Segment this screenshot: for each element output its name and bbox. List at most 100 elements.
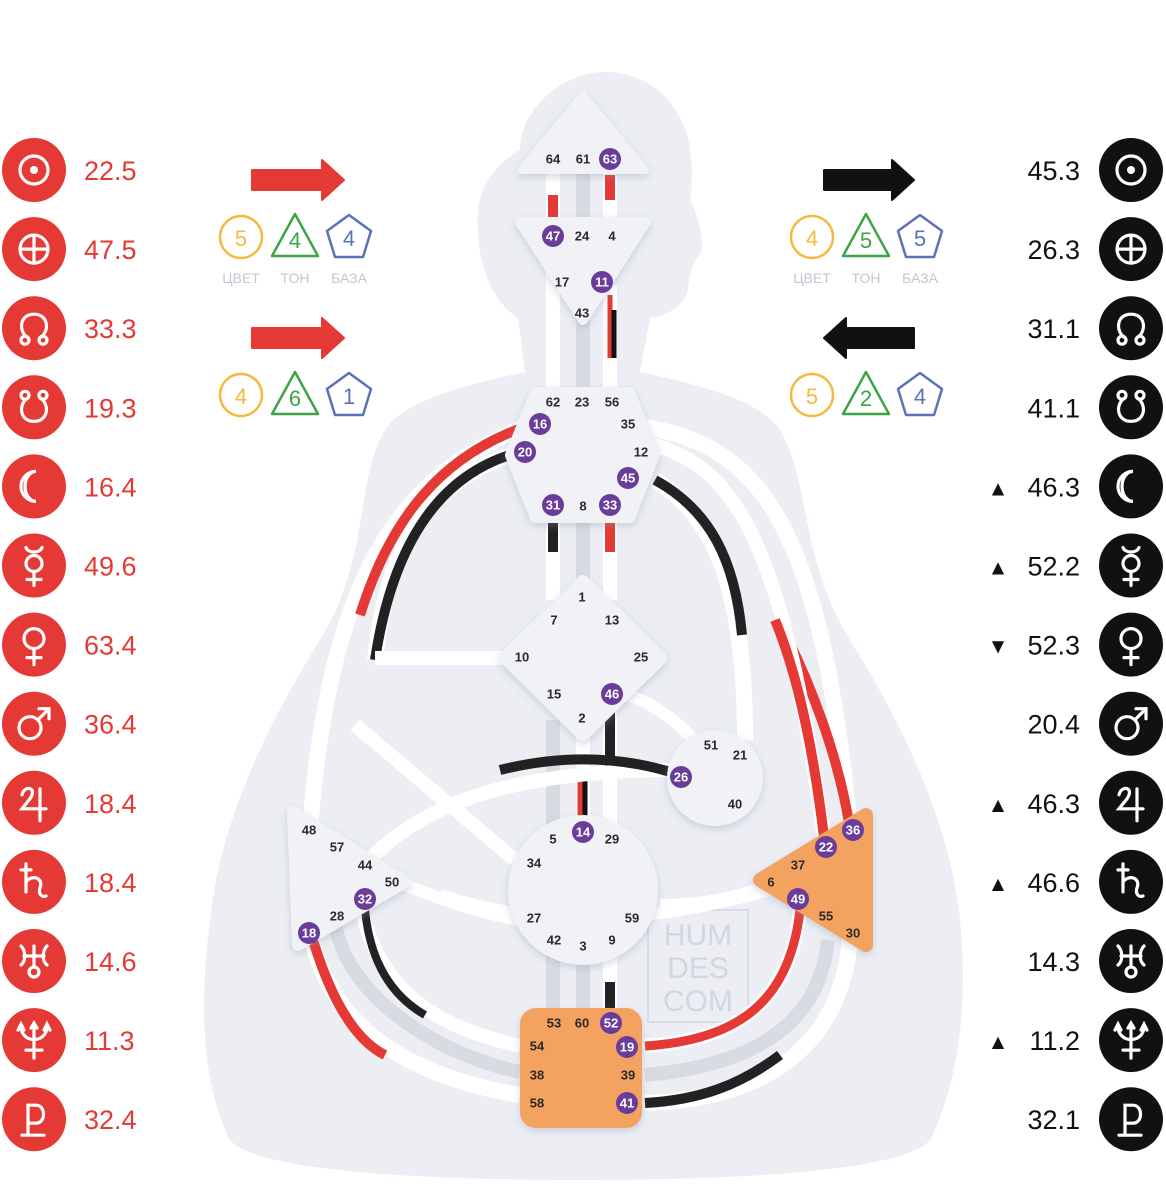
gate-54: 54 (530, 1039, 545, 1054)
moon-icon (19, 469, 37, 503)
venus-icon (1119, 626, 1143, 667)
gate-36: 36 (846, 823, 860, 838)
gate-63: 63 (603, 152, 617, 167)
right-variables-top: 4 5 5 ЦВЕТ ТОН БАЗА (789, 212, 944, 286)
color-value: 5 (235, 226, 247, 251)
gate-60: 60 (575, 1016, 589, 1031)
gate-active-marker (670, 766, 692, 788)
design-planet-row: 11.3 (2, 1008, 135, 1073)
planet-value: 18.4 (84, 789, 137, 819)
personality-planet-row: 14.3 (1027, 929, 1163, 993)
arrow-left-icon (823, 317, 915, 359)
tone-value: 4 (289, 228, 301, 253)
gate-26: 26 (674, 770, 688, 785)
gate-active-marker (354, 888, 376, 910)
right-variables-bottom: 5 2 4 (789, 370, 944, 418)
venus-icon (22, 626, 46, 667)
base-badge (896, 213, 944, 259)
design-planet-row: 18.4 (2, 770, 137, 835)
north-node-icon (1116, 312, 1146, 346)
gate-active-marker (298, 922, 320, 944)
gate-27: 27 (527, 911, 541, 926)
gate-15: 15 (547, 687, 561, 702)
planet-value: 41.1 (1027, 393, 1080, 423)
design-planet-row: 33.3 (2, 296, 137, 361)
uranus-icon (1116, 944, 1146, 979)
gate-active-marker (591, 271, 613, 293)
planet-value: 52.3 (1027, 631, 1080, 661)
gate-37: 37 (791, 858, 805, 873)
gate-active-marker (617, 467, 639, 489)
tone-value: 2 (860, 386, 872, 411)
gate-45: 45 (621, 471, 635, 486)
personality-arrows (823, 159, 915, 359)
gate-active-marker (514, 441, 536, 463)
mars-icon (1114, 707, 1148, 741)
gate-active-marker (601, 683, 623, 705)
pluto-icon (1117, 1103, 1143, 1137)
gate-4: 4 (608, 229, 616, 244)
gate-9: 9 (608, 933, 615, 948)
direction-marker: ▲ (992, 558, 1005, 577)
planet-value: 49.6 (84, 552, 137, 582)
gate-active-marker (542, 494, 564, 516)
planet-value: 32.1 (1027, 1105, 1080, 1135)
north-node-icon (19, 312, 49, 346)
gate-43: 43 (575, 306, 589, 321)
tone-label: ТОН (852, 270, 881, 286)
gate-17: 17 (555, 275, 569, 290)
uranus-icon (19, 944, 49, 979)
gate-20: 20 (518, 445, 532, 460)
neptune-icon (1113, 1019, 1149, 1060)
personality-planet-row: 52.2 ▲ (992, 533, 1163, 598)
color-value: 5 (806, 384, 818, 409)
gate-62: 62 (546, 395, 560, 410)
personality-planet-row: 45.3 (1027, 138, 1163, 202)
tone-value: 6 (289, 386, 301, 411)
base-badge (896, 371, 944, 417)
design-arrows (251, 159, 345, 359)
pluto-icon (20, 1103, 46, 1137)
gate-52: 52 (604, 1016, 618, 1031)
gate-55: 55 (819, 909, 833, 924)
mercury-icon (1121, 545, 1141, 588)
color-label: ЦВЕТ (222, 270, 260, 286)
planet-value: 46.6 (1027, 868, 1080, 898)
planet-value: 31.1 (1027, 314, 1080, 344)
arrow-right-icon (251, 317, 345, 359)
planet-value: 20.4 (1027, 710, 1080, 740)
color-badge (218, 372, 264, 418)
base-value: 1 (343, 384, 355, 409)
color-value: 4 (235, 384, 247, 409)
gate-56: 56 (605, 395, 619, 410)
gate-active-marker (599, 494, 621, 516)
planet-value: 46.3 (1027, 789, 1080, 819)
color-badge (789, 214, 835, 260)
gate-51: 51 (704, 738, 718, 753)
tone-badge (270, 212, 320, 258)
gate-53: 53 (547, 1016, 561, 1031)
sun-icon (1115, 154, 1147, 186)
gate-25: 25 (634, 650, 648, 665)
design-planet-row: 49.6 (2, 533, 137, 598)
gate-active-marker (842, 819, 864, 841)
moon-icon (1116, 469, 1134, 503)
planet-value: 52.2 (1027, 552, 1080, 582)
gate-5: 5 (549, 832, 556, 847)
ego-center (667, 730, 763, 826)
planet-value: 11.3 (84, 1026, 135, 1056)
base-badge (325, 371, 373, 417)
personality-planets-column: 45.326.331.141.146.3▲52.2▲52.3▼20.446.3▲… (992, 138, 1163, 1152)
earth-icon (18, 233, 50, 265)
spleen-center (287, 806, 411, 951)
design-planet-row: 16.4 (2, 454, 137, 519)
color-badge (789, 372, 835, 418)
gate-47: 47 (546, 229, 560, 244)
watermark-line-2: DES (667, 952, 729, 985)
planet-value: 22.5 (84, 156, 137, 186)
tone-label: ТОН (281, 270, 310, 286)
base-label: БАЗА (902, 270, 939, 286)
gate-2: 2 (578, 711, 585, 726)
